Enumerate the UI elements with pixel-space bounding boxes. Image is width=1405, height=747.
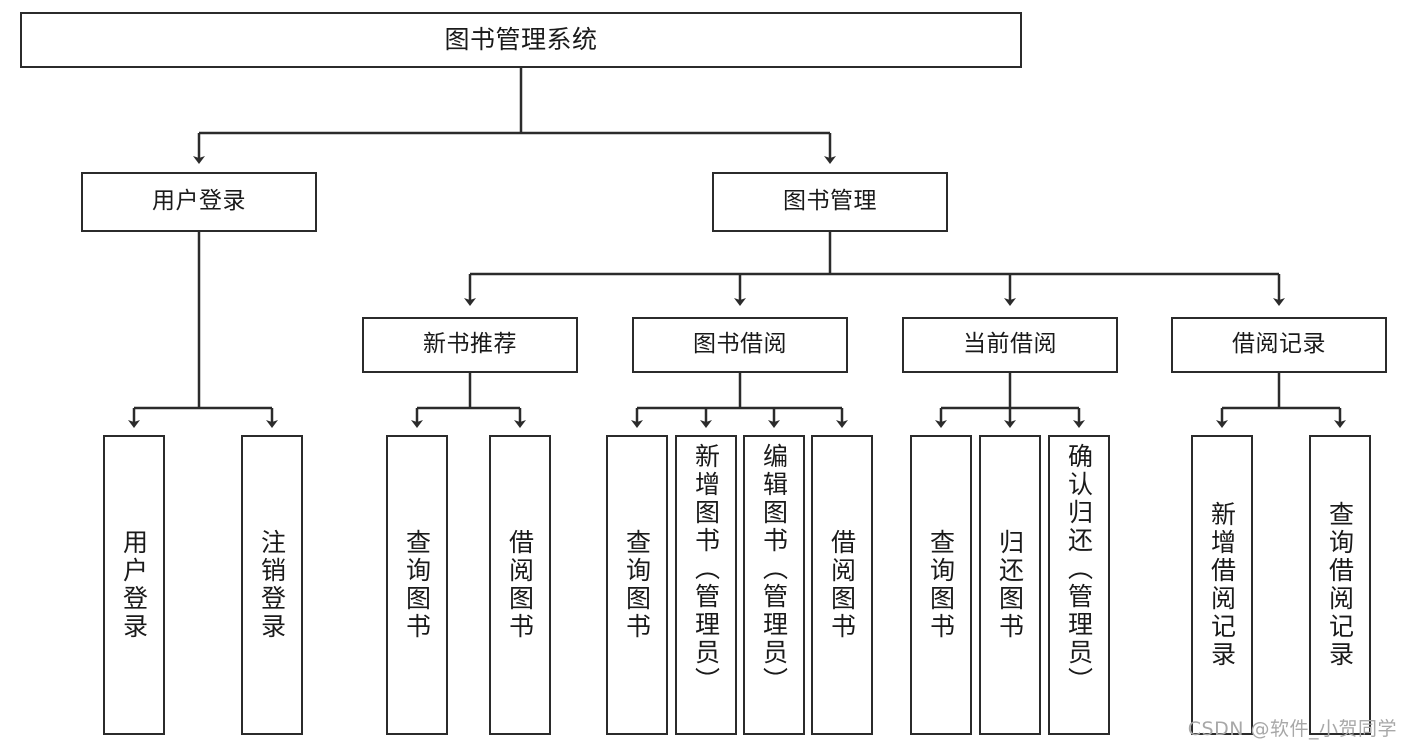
node-leaf-confirm-return[interactable]: 确认归还（管理员）: [1048, 435, 1110, 735]
node-label: 当前借阅: [963, 331, 1057, 358]
node-label: 查询借阅记录: [1325, 501, 1355, 669]
node-leaf-add-record[interactable]: 新增借阅记录: [1191, 435, 1253, 735]
node-label: 新增借阅记录: [1207, 501, 1237, 669]
node-label: 新增图书（管理员）: [691, 443, 721, 695]
node-label: 新书推荐: [423, 331, 517, 358]
node-label: 借阅记录: [1232, 331, 1326, 358]
node-label: 查询图书: [622, 529, 652, 641]
node-leaf-query-record[interactable]: 查询借阅记录: [1309, 435, 1371, 735]
node-leaf-return-book[interactable]: 归还图书: [979, 435, 1041, 735]
node-label: 借阅图书: [505, 529, 535, 641]
node-label: 查询图书: [926, 529, 956, 641]
node-leaf-user-login[interactable]: 用户登录: [103, 435, 165, 735]
edge-group-root: [193, 68, 836, 164]
node-current-borrow[interactable]: 当前借阅: [902, 317, 1118, 373]
edge-group-user-login: [128, 232, 278, 428]
node-label: 用户登录: [152, 188, 246, 215]
node-label: 归还图书: [995, 529, 1025, 641]
node-root-system[interactable]: 图书管理系统: [20, 12, 1022, 68]
edge-group-new-book-recommend: [411, 373, 526, 428]
node-book-borrow[interactable]: 图书借阅: [632, 317, 848, 373]
node-leaf-add-book[interactable]: 新增图书（管理员）: [675, 435, 737, 735]
node-book-management[interactable]: 图书管理: [712, 172, 948, 232]
edge-group-book-management: [464, 232, 1285, 306]
node-label: 图书管理: [783, 188, 877, 215]
node-label: 图书管理系统: [444, 25, 598, 55]
node-label: 查询图书: [402, 529, 432, 641]
node-label: 借阅图书: [827, 529, 857, 641]
node-borrow-record[interactable]: 借阅记录: [1171, 317, 1387, 373]
node-label: 确认归还（管理员）: [1064, 443, 1094, 695]
edge-group-current-borrow: [935, 373, 1085, 428]
node-leaf-query-book-recommend[interactable]: 查询图书: [386, 435, 448, 735]
node-leaf-query-book-borrow[interactable]: 查询图书: [606, 435, 668, 735]
node-leaf-borrow-book-recommend[interactable]: 借阅图书: [489, 435, 551, 735]
node-leaf-borrow-book[interactable]: 借阅图书: [811, 435, 873, 735]
node-leaf-query-book-current[interactable]: 查询图书: [910, 435, 972, 735]
node-leaf-logout[interactable]: 注销登录: [241, 435, 303, 735]
edge-group-borrow-record: [1216, 373, 1346, 428]
node-new-book-recommend[interactable]: 新书推荐: [362, 317, 578, 373]
node-leaf-edit-book[interactable]: 编辑图书（管理员）: [743, 435, 805, 735]
edge-group-book-borrow: [631, 373, 848, 428]
node-user-login[interactable]: 用户登录: [81, 172, 317, 232]
node-label: 编辑图书（管理员）: [759, 443, 789, 695]
node-label: 用户登录: [119, 529, 149, 641]
node-label: 注销登录: [257, 529, 287, 641]
node-label: 图书借阅: [693, 331, 787, 358]
